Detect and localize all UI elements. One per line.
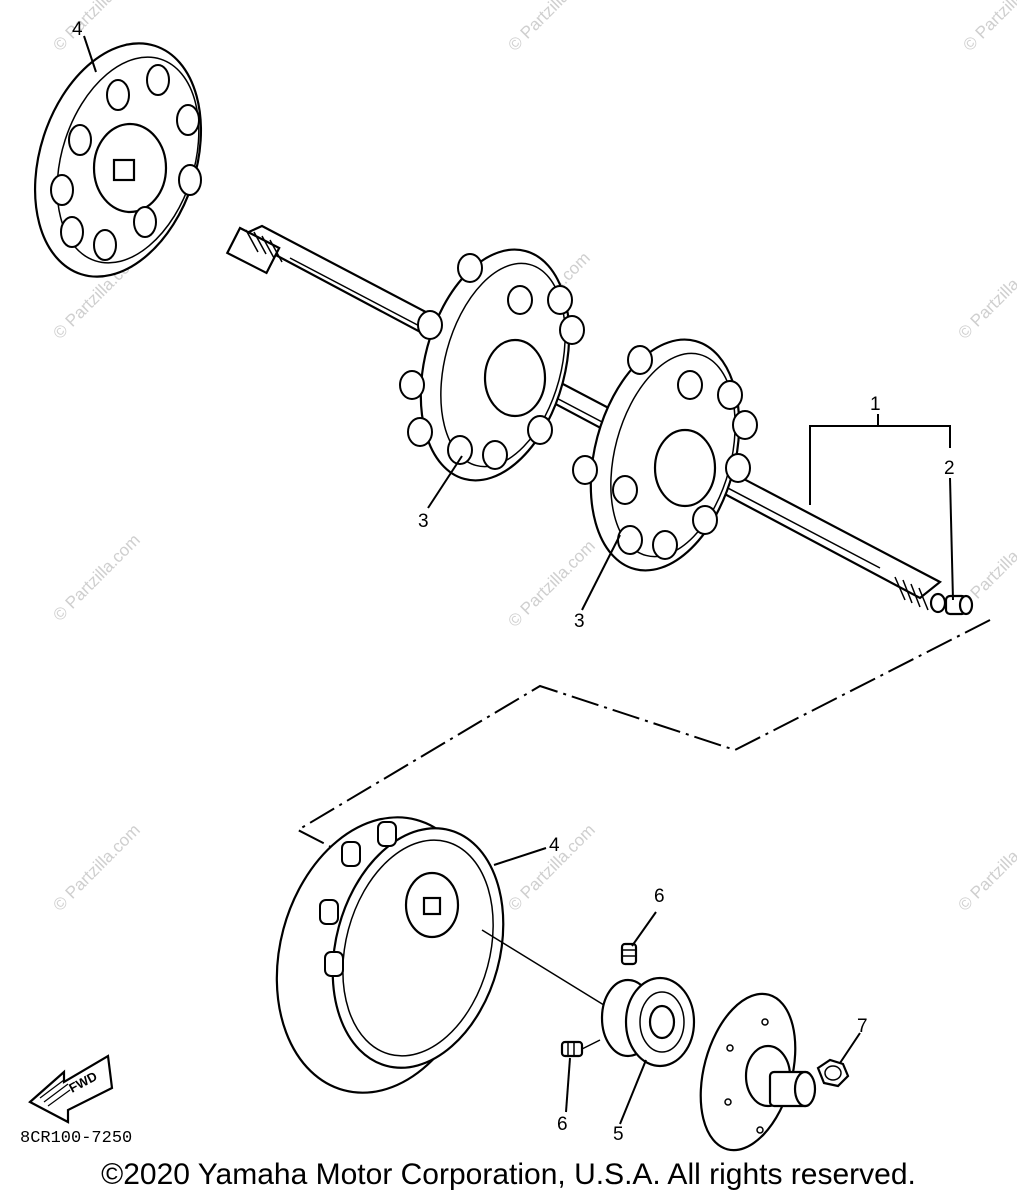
bearing [600,976,696,1068]
callout-2: 2 [944,458,955,479]
copyright-notice: ©2020 Yamaha Motor Corporation, U.S.A. A… [101,1158,916,1191]
set-screw-top [620,942,638,966]
sprocket-wheel-top [33,42,203,278]
leader-lines [83,35,861,1125]
assembly-guide-lines [295,619,991,863]
set-screw-bottom [560,1039,601,1058]
callout-1-bracket [809,414,954,601]
watermark: © Partzilla.com [504,0,598,55]
callout-7: 7 [857,1016,868,1037]
watermark: © Partzilla.com [49,530,143,624]
sprocket-wheel-bottom [275,816,613,1094]
callout-3-left: 3 [418,511,429,532]
shaft-sprocket-right [572,338,758,572]
callout-1: 1 [870,394,881,415]
callout-4-top: 4 [72,19,83,40]
flange-hub [699,992,817,1152]
watermark: © Partzilla.com [954,820,1017,914]
callout-6-top: 6 [654,886,665,907]
callout-6-bottom: 6 [557,1114,568,1135]
shaft-end-nut [929,592,974,616]
shaft-sprocket-left [399,248,585,482]
callout-5: 5 [613,1124,624,1145]
callout-4-bottom: 4 [549,835,560,856]
fwd-arrow-icon: FWD [28,1054,114,1124]
watermark: © Partzilla.com [959,0,1017,55]
part-code: 8CR100-7250 [20,1129,132,1148]
watermark: © Partzilla.com [954,248,1017,342]
callout-3-right: 3 [574,611,585,632]
hex-nut [816,1058,850,1088]
watermark: © Partzilla.com [504,536,598,630]
watermark: © Partzilla.com [49,820,143,914]
